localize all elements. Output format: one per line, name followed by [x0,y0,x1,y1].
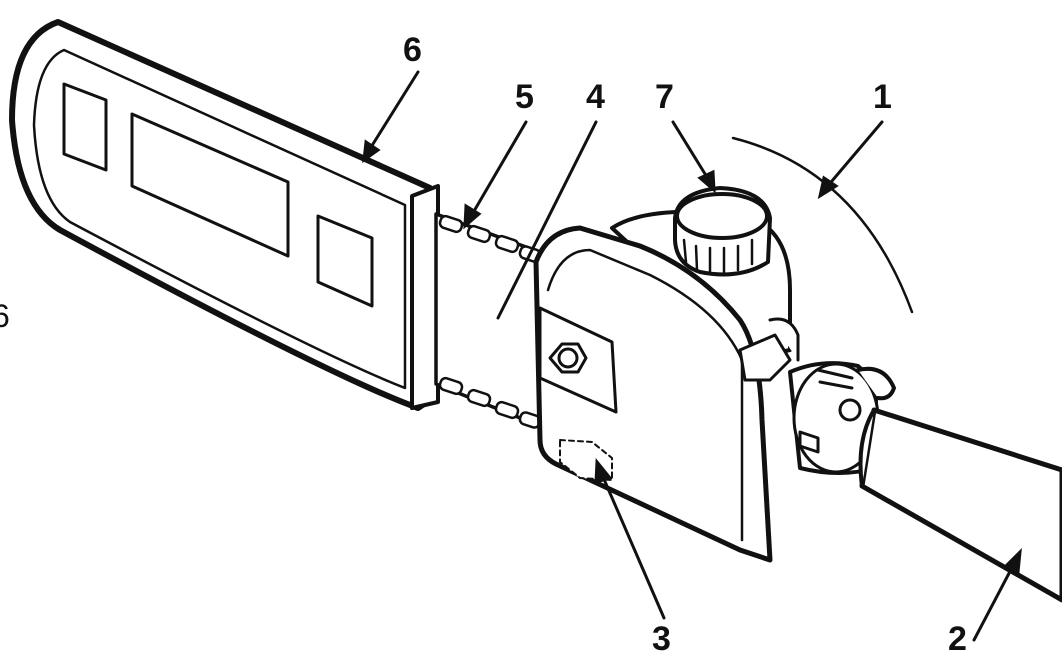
callout-1: 1 [873,78,892,116]
scabbard-cover [9,19,440,411]
leader-4 [496,120,598,320]
leader-1 [817,120,884,200]
edge-fragment-label: 6 [0,298,10,334]
gear-case [533,225,792,563]
scabbard-window-1 [62,82,108,172]
guard-arc [731,136,914,314]
saw-chain-bottom [438,376,542,429]
shaft-clamp [788,361,896,475]
leader-3 [594,458,666,620]
leader-6 [362,70,420,164]
callout-6: 6 [403,31,422,69]
leader-2 [972,547,1022,642]
callout-4: 4 [586,78,605,116]
drive-shaft-tube [858,407,1062,603]
oil-tank-cap [673,186,772,277]
scabbard-window-2 [130,112,290,258]
bar-nut-icon [548,342,588,374]
callout-7: 7 [655,78,674,116]
leader-7 [671,120,716,194]
guide-bar [434,212,547,430]
callout-2: 2 [948,620,967,658]
scabbard-window-3 [316,214,374,308]
leader-5 [463,120,528,230]
callout-5: 5 [515,78,534,116]
callout-3: 3 [652,620,671,658]
saw-chain-top [438,214,542,263]
